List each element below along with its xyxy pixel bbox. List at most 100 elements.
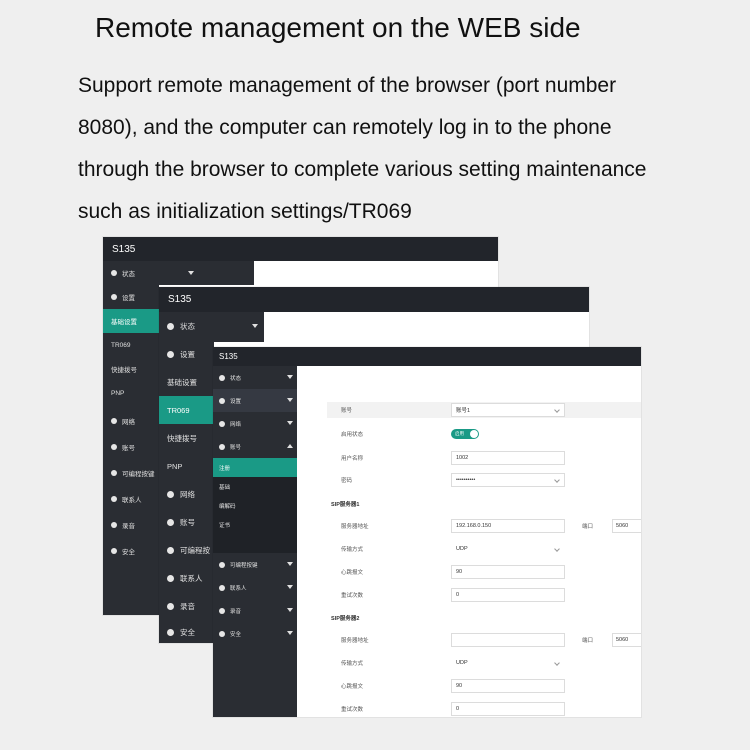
sidebar-subitem-certificate[interactable]: 证书 [213,515,297,534]
chevron-down-icon [287,631,293,635]
sidebar-item-contacts[interactable]: 联系人 [103,487,159,511]
mic-icon [167,602,174,610]
sidebar-item-tr069[interactable]: TR069 [159,396,214,424]
form-row-enable: 启用状态 启用 [341,426,641,442]
heartbeat2-input[interactable]: 90 [451,679,565,693]
transport1-select[interactable]: UDP [451,542,565,556]
user-icon [219,443,225,450]
form-row-server1: 服务器地址 192.168.0.150 端口 5060 [341,518,641,534]
top-bar: S135 [213,347,641,366]
sidebar-item-settings[interactable]: 设置 [103,285,159,309]
keyboard-icon [219,561,225,568]
sidebar-item-speed-dial[interactable]: 快捷拨号 [167,433,197,443]
chevron-down-icon [287,608,293,612]
keyboard-icon [111,470,117,476]
sidebar-item-security[interactable]: 安全 [213,622,297,645]
sidebar-item-basic-settings[interactable]: 基础设置 [103,309,159,333]
description-line-2: 8080), and the computer can remotely log… [78,116,612,139]
password-input[interactable]: •••••••••• [451,473,565,487]
sidebar-item-network[interactable]: 网络 [213,412,297,435]
chevron-down-icon [287,562,293,566]
user-icon [167,518,174,526]
sip-server-1-title: SIP服务器1 [331,502,360,508]
shield-icon [167,628,174,636]
sidebar-item-recording[interactable]: 录音 [213,599,297,622]
sidebar-item-speed-dial[interactable]: 快捷拨号 [111,367,137,374]
description-line-3: through the browser to complete various … [78,158,647,181]
sidebar-item-security[interactable]: 安全 [159,618,214,643]
chevron-down-icon [554,660,560,666]
chevron-down-icon [287,585,293,589]
sidebar-item-programmable-keys[interactable]: 可编程按键 [213,553,297,576]
chevron-down-icon [287,398,293,402]
top-bar: S135 [103,237,498,261]
sidebar-item-pnp[interactable]: PNP [111,389,125,397]
top-strip [159,261,254,285]
contacts-icon [219,584,225,591]
enable-toggle[interactable]: 启用 [451,429,479,439]
mic-icon [219,607,225,614]
brand-title: S135 [112,244,136,255]
transport2-select[interactable]: UDP [451,656,565,670]
contacts-icon [167,574,174,582]
sidebar-item-network[interactable]: 网络 [159,480,214,508]
contacts-icon [111,496,117,502]
server1-port-input[interactable]: 5060 [612,519,641,533]
user-icon [111,444,117,450]
sidebar-item-account[interactable]: 账号 [213,435,297,458]
sidebar-item-recording[interactable]: 录音 [159,592,214,620]
globe-icon [219,420,225,427]
brand-title: S135 [168,294,192,305]
sidebar-item-network[interactable]: 网络 [103,409,159,433]
globe-icon [111,418,117,424]
mic-icon [111,522,117,528]
chevron-down-icon [287,375,293,379]
form-row-transport2: 传输方式 UDP [341,655,641,671]
server1-address-input[interactable]: 192.168.0.150 [451,519,565,533]
username-input[interactable]: 1002 [451,451,565,465]
sidebar-item-programmable-keys[interactable]: 可编程按键 [103,461,159,485]
retry1-input[interactable]: 0 [451,588,565,602]
form-row-heartbeat2: 心跳报文 90 [341,678,641,694]
form-row-username: 用户名称 1002 [341,450,641,466]
sidebar-item-settings[interactable]: 设置 [213,389,297,412]
form-row-server2: 服务器地址 端口 5060 [341,632,641,648]
form-row-retry2: 重试次数 0 [341,701,641,717]
sidebar-item-status[interactable]: 状态 [213,366,297,389]
retry2-input[interactable]: 0 [451,702,565,716]
sidebar-subitem-codec[interactable]: 编解码 [213,496,297,515]
chevron-down-icon [554,546,560,552]
top-bar: S135 [159,287,589,312]
page-headline: Remote management on the WEB side [95,12,581,43]
description-line-1: Support remote management of the browser… [78,74,617,97]
shield-icon [219,630,225,637]
sip-server-2-title: SIP服务器2 [331,616,360,622]
sidebar-item-basic-settings[interactable]: 基础设置 [167,377,197,387]
sidebar-item-programmable-keys[interactable]: 可编程按 [159,536,214,564]
sidebar-subitem-register[interactable]: 注册 [213,458,297,477]
sidebar-item-account[interactable]: 账号 [159,508,214,536]
info-icon [167,322,174,330]
sidebar-item-tr069[interactable]: TR069 [111,341,131,349]
sidebar-subitem-spacer [213,534,297,553]
sidebar-item-contacts[interactable]: 联系人 [213,576,297,599]
sidebar-item-security[interactable]: 安全 [103,539,159,563]
server2-port-input[interactable]: 5060 [612,633,641,647]
sidebar-subitem-basic[interactable]: 基础 [213,477,297,496]
sidebar-item-pnp[interactable]: PNP [167,461,183,471]
heartbeat1-input[interactable]: 90 [451,565,565,579]
chevron-up-icon [287,444,293,448]
sidebar-item-settings[interactable]: 设置 [159,340,214,368]
account-select[interactable]: 账号1 [451,403,565,417]
server2-address-input[interactable] [451,633,565,647]
brand-title: S135 [219,352,238,361]
sidebar-item-status[interactable]: 状态 [159,312,214,340]
keyboard-icon [167,546,174,554]
chevron-down-icon [554,477,560,483]
sidebar-item-contacts[interactable]: 联系人 [159,564,214,592]
sidebar-item-account[interactable]: 账号 [103,435,159,459]
sidebar-item-status[interactable]: 状态 [103,261,159,285]
form-row-retry1: 重试次数 0 [341,587,641,603]
description-line-4: such as initialization settings/TR069 [78,200,412,223]
sidebar-item-recording[interactable]: 录音 [103,513,159,537]
